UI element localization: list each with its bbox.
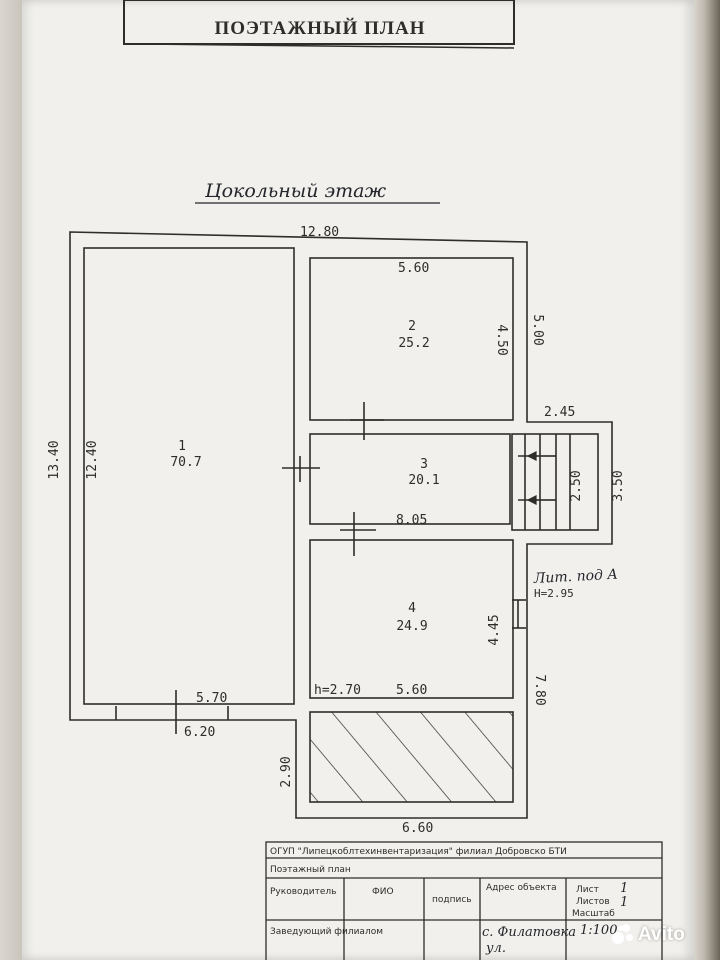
dim-stair-height-outer: 3.50 [611,470,626,501]
stamp-table [265,841,663,960]
dim-stair-width: 2.45 [544,405,575,420]
dim-ceiling-height: h=2.70 [314,683,361,698]
dim-total-height-outer: 13.40 [47,440,62,479]
dim-annex-height: 2.90 [279,756,294,787]
room-4-area: 24.9 [396,619,427,634]
room-4-number: 4 [408,601,416,616]
avito-logo-icon [612,924,634,946]
dim-annex-width: 6.60 [402,821,433,836]
dim-room1-bottom-inner: 5.70 [196,691,227,706]
avito-watermark: Avito [612,920,716,950]
stamp-sheet-value: 1 [620,881,628,896]
stamp-scale-value: 1:100 [580,923,617,938]
dim-total-width: 12.80 [300,225,339,240]
stamp-address-line1: с. Филатовка [482,925,576,940]
stamp-address-label: Адрес объекта [486,883,557,893]
floor-label: Цокольный этаж [204,180,386,202]
dim-room2-width: 5.60 [398,261,429,276]
walls [69,231,613,819]
dim-room4-height: 4.45 [487,614,502,645]
dim-room1-bottom-outer: 6.20 [184,725,215,740]
dim-outer-right-top: 5.00 [530,314,545,345]
room-1-number: 1 [178,439,186,454]
room-2-number: 2 [408,319,416,334]
dim-room4-bottom: 5.60 [396,683,427,698]
stamp-org: ОГУП "Липецкоблтехинвентаризация" филиал… [270,847,567,857]
stamp-doc: Поэтажный план [270,865,351,875]
dim-corridor-length: 8.05 [396,513,427,528]
stamp-sheets-label: Листов [576,897,610,907]
dim-stair-height-inner: 2.50 [569,470,584,501]
room-3-number: 3 [420,457,428,472]
previous-page-edge [0,0,22,960]
binder-edge [694,0,720,960]
avito-watermark-text: Avito [638,924,685,945]
room-2-area: 25.2 [398,336,429,351]
stamp-fio: ФИО [372,887,394,897]
dim-room2-height: 4.50 [494,324,509,355]
stamp-sign: подпись [432,895,472,905]
title-stamp: ПОЭТАЖНЫЙ ПЛАН [123,0,515,49]
stamp-row2-role: Заведующий филиалом [270,927,383,937]
stair-arrows [526,451,555,505]
basement-height: Н=2.95 [534,587,574,600]
dim-total-height-inner: 12.40 [85,440,100,479]
dim-bottom-right-height: 7.80 [532,674,547,705]
stamp-scale-label: Масштаб [572,909,615,919]
page-title: ПОЭТАЖНЫЙ ПЛАН [214,17,425,39]
stamp-sheet-label: Лист [576,885,599,895]
stamp-address-line2: ул. [485,941,506,956]
basement-annotation: Лит. под А [532,567,618,587]
stamp-sheets-value: 1 [620,895,628,910]
stamp-role: Руководитель [270,887,336,897]
room-3-area: 20.1 [408,473,439,488]
room-1-area: 70.7 [170,455,201,470]
